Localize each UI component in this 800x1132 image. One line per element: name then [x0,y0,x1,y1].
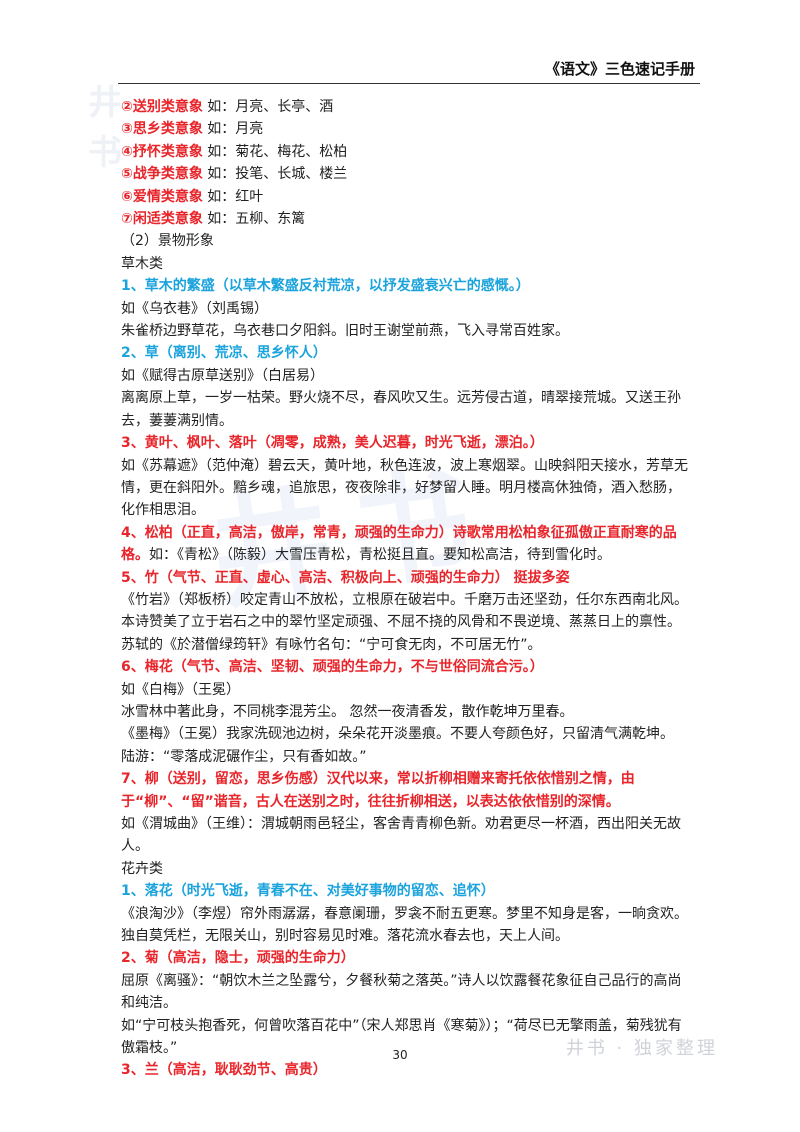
text-line: 3、黄叶、枫叶、落叶（凋零，成熟，美人迟暮，时光飞逝，漂泊。） [121,432,691,454]
highlight-text: 3、黄叶、枫叶、落叶（凋零，成熟，美人迟暮，时光飞逝，漂泊。） [121,435,544,452]
text-line: 陆游：“零落成泥碾作尘，只有香如故。” [121,746,691,768]
text-line: 3、兰（高洁，耿耿劲节、高贵） [121,1059,691,1081]
highlight-text: 3、兰（高洁，耿耿劲节、高贵） [121,1062,327,1079]
text-line: 2、菊（高洁，隐士，顽强的生命力） [121,947,691,969]
body-text: 如《白梅》（王冕） [121,681,240,698]
body-text: 如：月亮、长亭、酒 [202,99,334,115]
text-line: ③思乡类意象 如：月亮 [121,118,691,140]
text-line: 6、梅花（气节、高洁、坚韧、顽强的生命力，不与世俗同流合污。） [121,656,691,678]
highlight-text: ④抒怀类意象 [121,143,203,160]
highlight-text: ③思乡类意象 [121,121,203,138]
text-line: 7、柳（送别，留恋，思乡伤感）汉代以来，常以折柳相赠来寄托依依惜别之情，由于“柳… [121,768,691,813]
text-line: 如《苏幕遮》（范仲淹）碧云天，黄叶地，秋色连波，波上寒烟翠。山映斜阳天接水，芳草… [121,455,691,522]
body-text: 离离原上草，一岁一枯荣。野火烧不尽，春风吹又生。远芳侵古道，晴翠接荒城。又送王孙… [121,390,681,429]
text-line: ④抒怀类意象 如：菊花、梅花、松柏 [121,141,691,163]
body-text: 如《乌衣巷》（刘禹锡） [121,300,268,317]
highlight-text: 6、梅花（气节、高洁、坚韧、顽强的生命力，不与世俗同流合污。） [121,659,544,676]
body-text: 《竹岩》（郑板桥）咬定青山不放松，立根原在破岩中。千磨万击还坚劲，任尔东西南北风… [121,591,688,653]
highlight-text: 7、柳（送别，留恋，思乡伤感）汉代以来，常以折柳相赠来寄托依依惜别之情，由于“柳… [121,771,635,810]
body-text: （2）景物形象 [121,233,214,250]
body-text: 朱雀桥边野草花，乌衣巷口夕阳斜。旧时王谢堂前燕，飞入寻常百姓家。 [121,323,569,340]
highlight-text: ⑦闲适类意象 [121,211,203,228]
body-text: 如《苏幕遮》（范仲淹）碧云天，黄叶地，秋色连波，波上寒烟翠。山映斜阳天接水，芳草… [121,457,688,519]
text-line: 2、草（离别、荒凉、思乡怀人） [121,342,691,364]
body-text: 如：《青松》（陈毅）大雪压青松，青松挺且直。要知松高洁，待到雪化时。 [149,547,611,564]
text-line: 1、落花（时光飞逝，青春不在、对美好事物的留恋、追怀） [121,880,691,902]
body-text: 如《赋得古原草送别》（白居易） [121,367,324,384]
text-line: 《浪淘沙》（李煜）帘外雨潺潺，春意阑珊，罗衾不耐五更寒。梦里不知身是客，一晌贪欢… [121,903,691,948]
body-text: 如：五柳、东篱 [202,211,306,228]
highlight-text: ⑥爱情类意象 [121,188,203,205]
highlight-text: 4、松柏（正直，高洁，傲岸，常青，顽强的生命力）诗歌常用松柏象征孤傲正直耐寒的品… [121,524,677,564]
body-text: 草木类 [121,255,163,272]
text-line: 1、草木的繁盛（以草木繁盛反衬荒凉，以抒发盛衰兴亡的感慨。） [121,275,691,297]
text-line: 如《乌衣巷》（刘禹锡） [121,298,691,320]
text-line: （2）景物形象 [121,230,691,252]
text-line: ②送别类意象 如：月亮、长亭、酒 [121,96,691,118]
text-line: 4、松柏（正直，高洁，傲岸，常青，顽强的生命力）诗歌常用松柏象征孤傲正直耐寒的品… [121,522,691,567]
text-line: 如《渭城曲》（王维）：渭城朝雨邑轻尘，客舍青青柳色新。劝君更尽一杯酒，西出阳关无… [121,813,691,858]
highlight-text: 2、草（离别、荒凉、思乡怀人） [121,345,327,362]
page-number: 30 [392,1048,408,1062]
body-text: 《墨梅》（王冕）我家洗砚池边树，朵朵花开淡墨痕。不要人夸颜色好，只留清气满乾坤。 [121,726,674,743]
highlight-text: 1、草木的繁盛（以草木繁盛反衬荒凉，以抒发盛衰兴亡的感慨。） [121,278,530,295]
highlight-text: ②送别类意象 [121,99,203,115]
text-line: 离离原上草，一岁一枯荣。野火烧不尽，春风吹又生。远芳侵古道，晴翠接荒城。又送王孙… [121,387,691,432]
text-line: 屈原《离骚》：“朝饮木兰之坠露兮，夕餐秋菊之落英。”诗人以饮露餐花象征自己品行的… [121,970,691,1015]
body-text: 花卉类 [121,860,163,877]
body-text: 冰雪林中著此身，不同桃李混芳尘。 忽然一夜清香发，散作乾坤万里春。 [121,703,574,720]
text-line: 如“宁可枝头抱香死，何曾吹落百花中”（宋人郑思肖《寒菊》）；“荷尽已无擎雨盖，菊… [121,1015,691,1060]
body-text: 陆游：“零落成泥碾作尘，只有香如故。” [121,748,367,765]
text-line: 《墨梅》（王冕）我家洗砚池边树，朵朵花开淡墨痕。不要人夸颜色好，只留清气满乾坤。 [121,723,691,745]
body-text: 如《渭城曲》（王维）：渭城朝雨邑轻尘，客舍青青柳色新。劝君更尽一杯酒，西出阳关无… [121,816,681,855]
body-text: 如：投笔、长城、楼兰 [202,166,348,183]
text-line: 草木类 [121,253,691,275]
text-line: ⑦闲适类意象 如：五柳、东篱 [121,208,691,230]
body-text: 《浪淘沙》（李煜）帘外雨潺潺，春意阑珊，罗衾不耐五更寒。梦里不知身是客，一晌贪欢… [121,905,688,945]
header-title: 《语文》三色速记手册 [544,60,695,78]
header-divider [118,83,700,84]
body-text: 屈原《离骚》：“朝饮木兰之坠露兮，夕餐秋菊之落英。”诗人以饮露餐花象征自己品行的… [121,972,682,1012]
text-line: 花卉类 [121,858,691,880]
highlight-text: 1、落花（时光飞逝，青春不在、对美好事物的留恋、追怀） [121,883,495,900]
text-line: 如《赋得古原草送别》（白居易） [121,365,691,387]
body-text: 如“宁可枝头抱香死，何曾吹落百花中”（宋人郑思肖《寒菊》）；“荷尽已无擎雨盖，菊… [121,1017,682,1057]
text-line: 冰雪林中著此身，不同桃李混芳尘。 忽然一夜清香发，散作乾坤万里春。 [121,701,691,723]
text-line: ⑥爱情类意象 如：红叶 [121,186,691,208]
text-line: 《竹岩》（郑板桥）咬定青山不放松，立根原在破岩中。千磨万击还坚劲，任尔东西南北风… [121,589,691,656]
highlight-text: 5、竹（气节、正直、虚心、高洁、积极向上、顽强的生命力） 挺拔多姿 [121,569,570,586]
highlight-text: 2、菊（高洁，隐士，顽强的生命力） [121,950,355,967]
text-line: 5、竹（气节、正直、虚心、高洁、积极向上、顽强的生命力） 挺拔多姿 [121,567,691,589]
highlight-text: ⑤战争类意象 [121,166,203,183]
watermark-footer: 井书 · 独家整理 [565,1038,718,1059]
text-line: 如《白梅》（王冕） [121,679,691,701]
body-text: 如：月亮 [202,121,264,138]
text-line: ⑤战争类意象 如：投笔、长城、楼兰 [121,163,691,185]
body-text: 如：红叶 [202,188,264,205]
body-text: 如：菊花、梅花、松柏 [202,143,348,160]
watermark-logo: 井书 [88,83,122,173]
text-line: 朱雀桥边野草花，乌衣巷口夕阳斜。旧时王谢堂前燕，飞入寻常百姓家。 [121,320,691,342]
